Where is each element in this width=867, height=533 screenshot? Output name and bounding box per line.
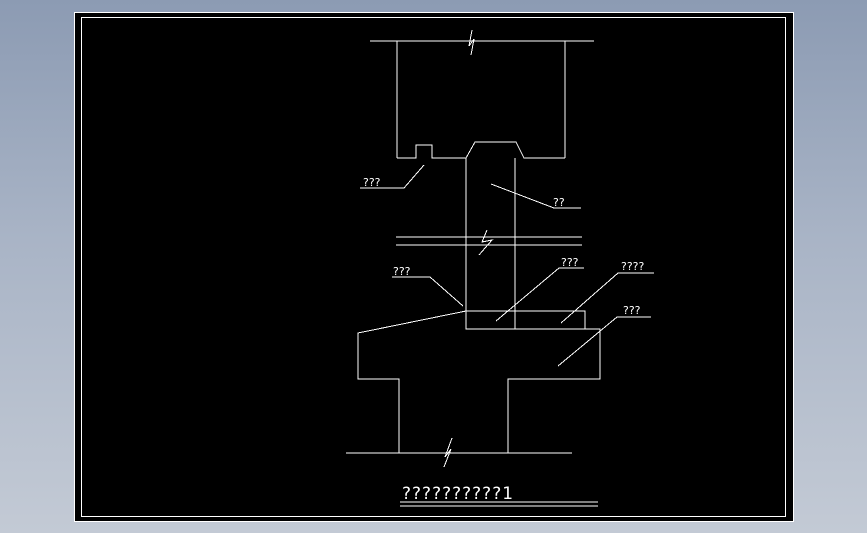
cad-drawing-viewport[interactable]: ??? ?? ??? ??? ???? ??? ??????????1 bbox=[74, 12, 794, 522]
drawing-title: ??????????1 bbox=[402, 484, 514, 504]
joint-plate bbox=[465, 310, 586, 330]
label-left-joint: ??? bbox=[393, 265, 411, 278]
label-right-plate: ???? bbox=[621, 260, 645, 273]
cad-drawing-canvas[interactable]: ??? ?? ??? ??? ???? ??? ??????????1 bbox=[74, 12, 794, 522]
label-base-block: ??? bbox=[623, 304, 641, 317]
upper-beam bbox=[370, 29, 594, 159]
base-block bbox=[346, 310, 601, 468]
column bbox=[396, 158, 582, 311]
inner-frame bbox=[81, 17, 786, 517]
label-center-joint: ??? bbox=[561, 256, 579, 269]
outer-frame bbox=[74, 12, 794, 522]
leader-lines bbox=[360, 164, 654, 367]
label-column-body: ?? bbox=[553, 196, 565, 209]
label-upper-notch: ??? bbox=[363, 176, 381, 189]
